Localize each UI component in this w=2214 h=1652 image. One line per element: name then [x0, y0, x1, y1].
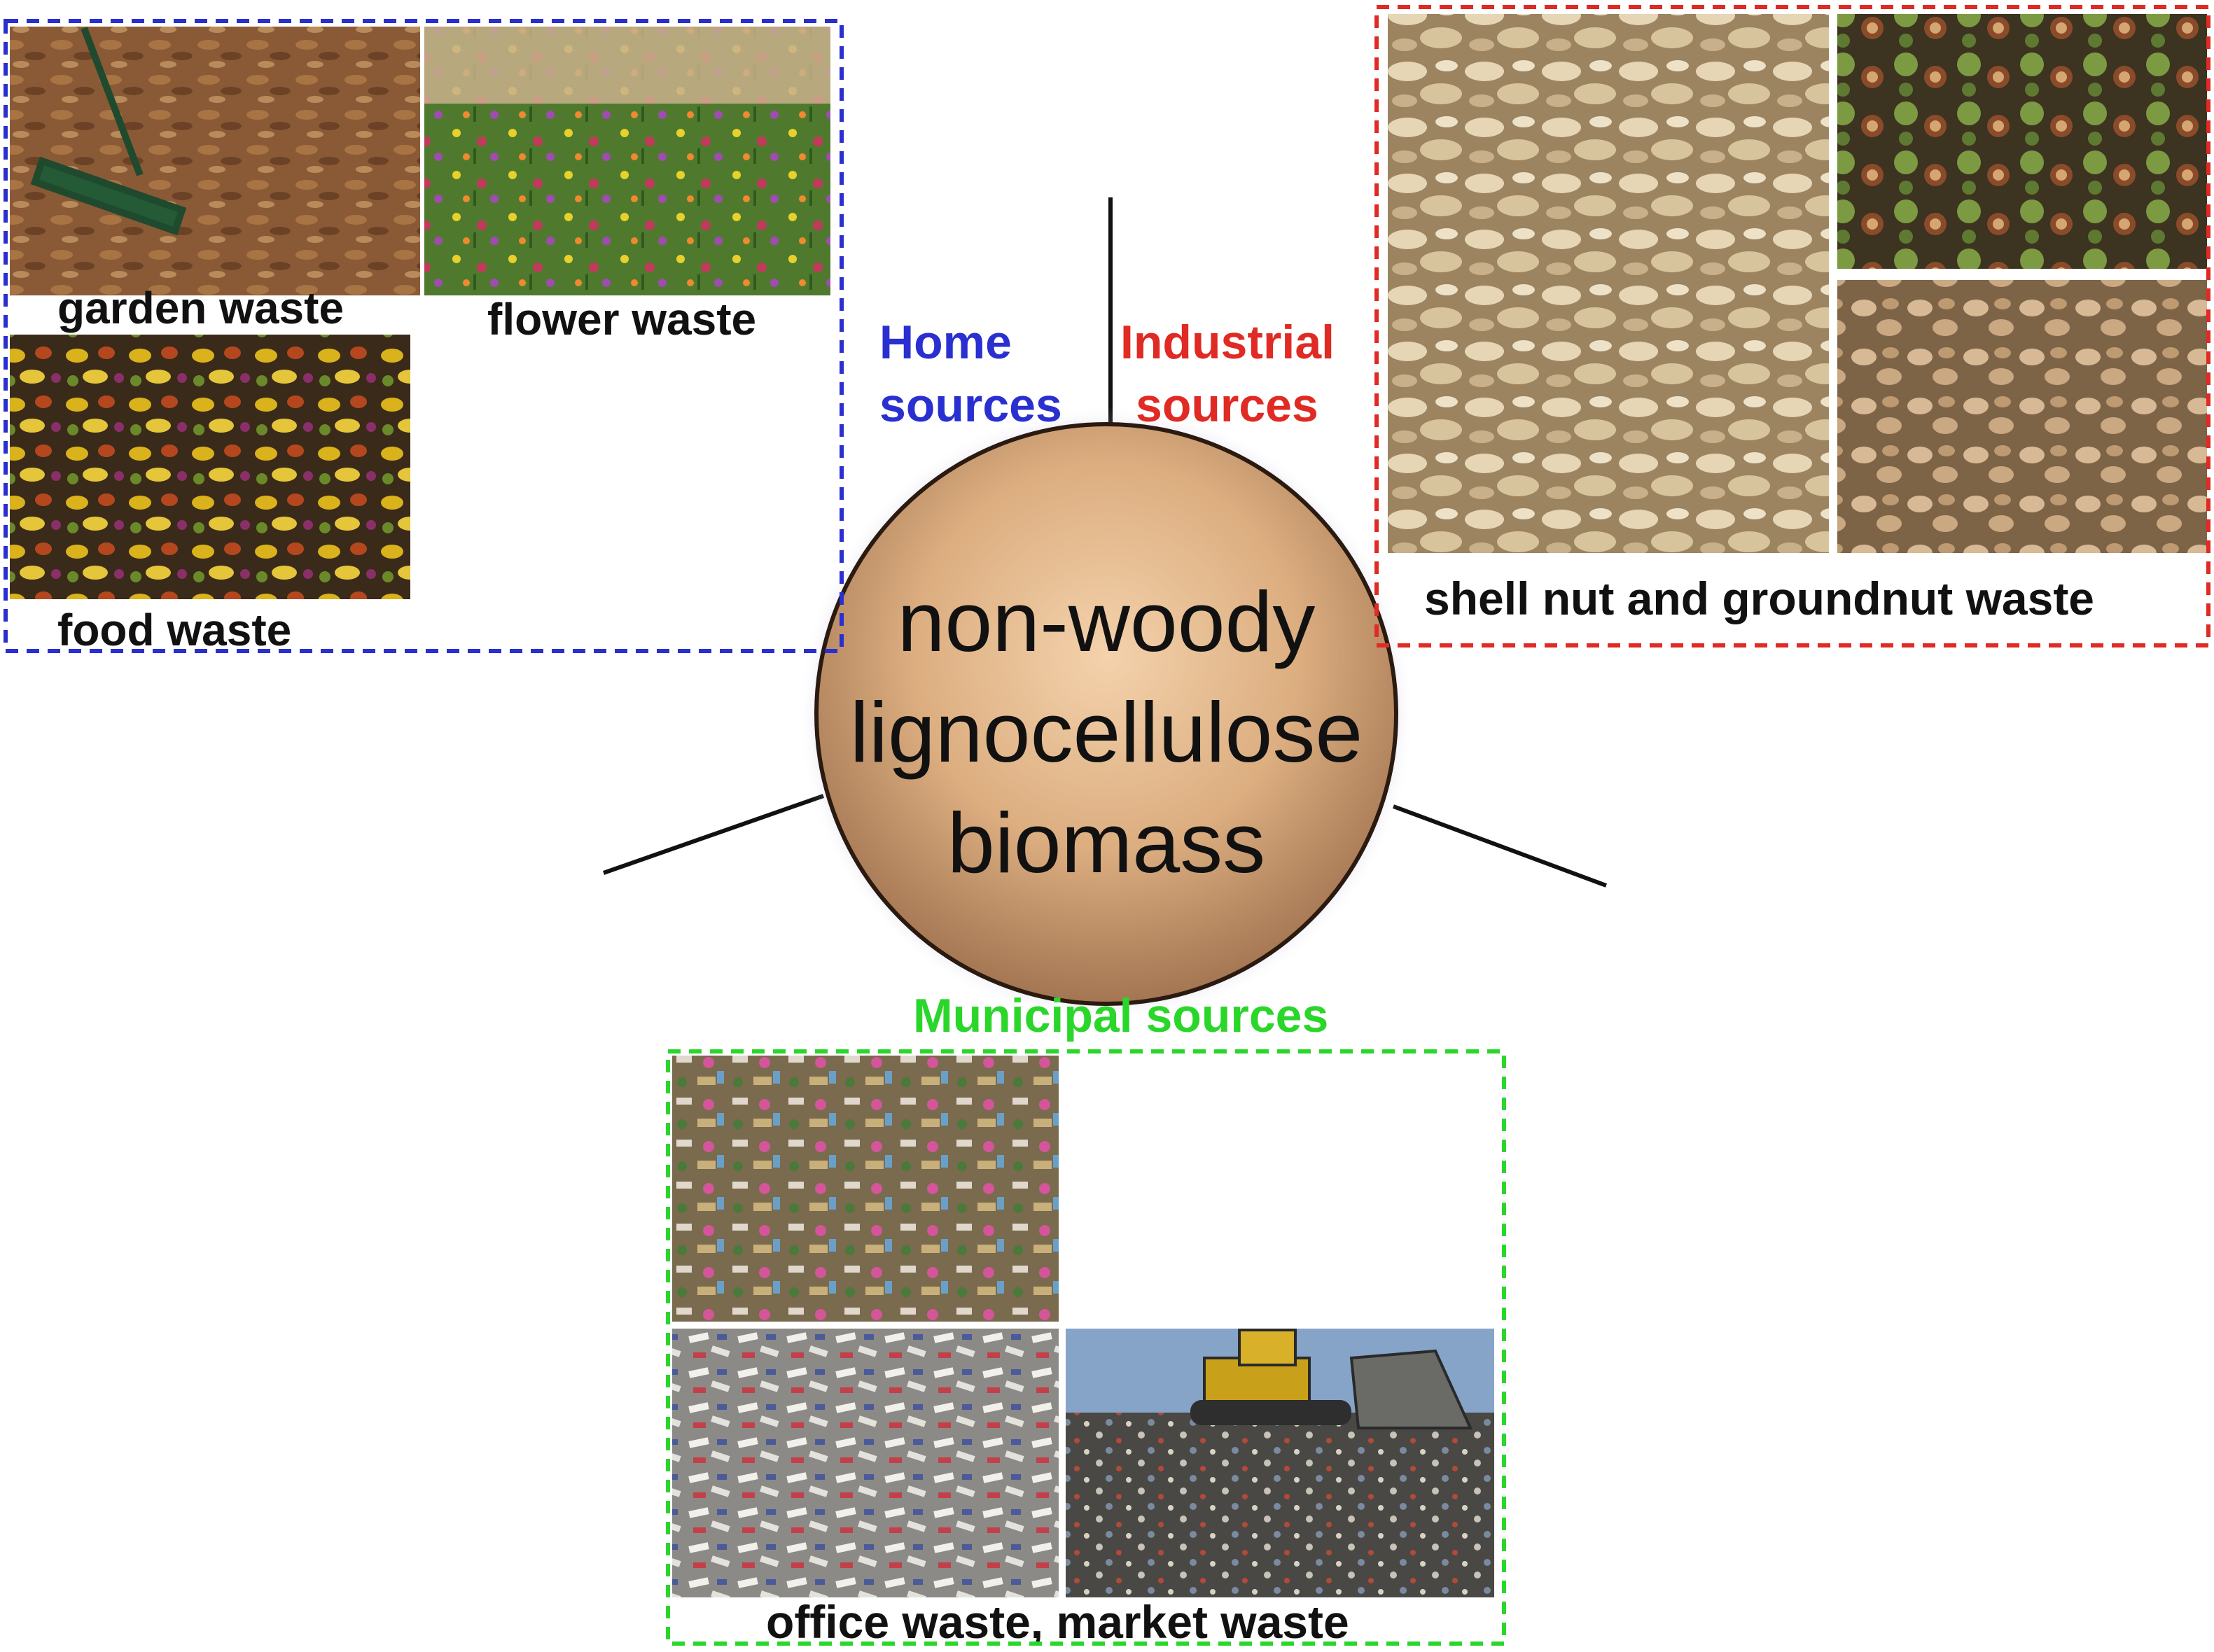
caption-food-waste: food waste	[57, 605, 291, 655]
caption-garden-waste: garden waste	[57, 283, 344, 333]
connector-right	[1392, 804, 1608, 888]
home-dashed-border	[4, 19, 844, 653]
home-heading-line-2: sources	[879, 379, 1062, 432]
industrial-heading-line-1: Industrial	[1120, 316, 1335, 369]
caption-shell-nut-groundnut-waste: shell nut and groundnut waste	[1424, 573, 2094, 624]
industrial-sources-panel: shell nut and groundnut waste	[1374, 5, 2210, 648]
caption-flower-waste: flower waste	[487, 294, 756, 344]
center-line-1: non-woody	[898, 574, 1316, 669]
connector-left	[603, 794, 824, 875]
photo-paper-waste	[672, 1329, 1059, 1597]
photo-almond-shells	[1837, 280, 2207, 553]
photo-cashew-shells	[1837, 14, 2207, 269]
photo-dump-heap	[672, 1056, 1059, 1322]
center-line-3: biomass	[947, 795, 1265, 890]
photo-garden-leaves-rake	[10, 27, 420, 295]
photo-peanut-shells	[1388, 14, 1829, 553]
home-sources-panel: garden waste flower waste food waste	[4, 19, 844, 655]
industrial-heading-line-2: sources	[1136, 379, 1318, 432]
municipal-heading: Municipal sources	[913, 989, 1328, 1042]
photo-food-scraps	[10, 335, 410, 599]
sphere	[814, 422, 1398, 1006]
municipal-sources-panel: office waste, market waste	[666, 1049, 1506, 1648]
home-heading-line-1: Home	[879, 316, 1012, 369]
rake-icon	[30, 27, 187, 236]
flower-fence	[424, 27, 830, 104]
bulldozer-icon	[1190, 1329, 1473, 1429]
center-node: non-woody lignocellulose biomass	[798, 406, 1414, 1022]
caption-office-market-waste: office waste, market waste	[766, 1596, 1349, 1648]
center-line-2: lignocellulose	[850, 685, 1363, 780]
